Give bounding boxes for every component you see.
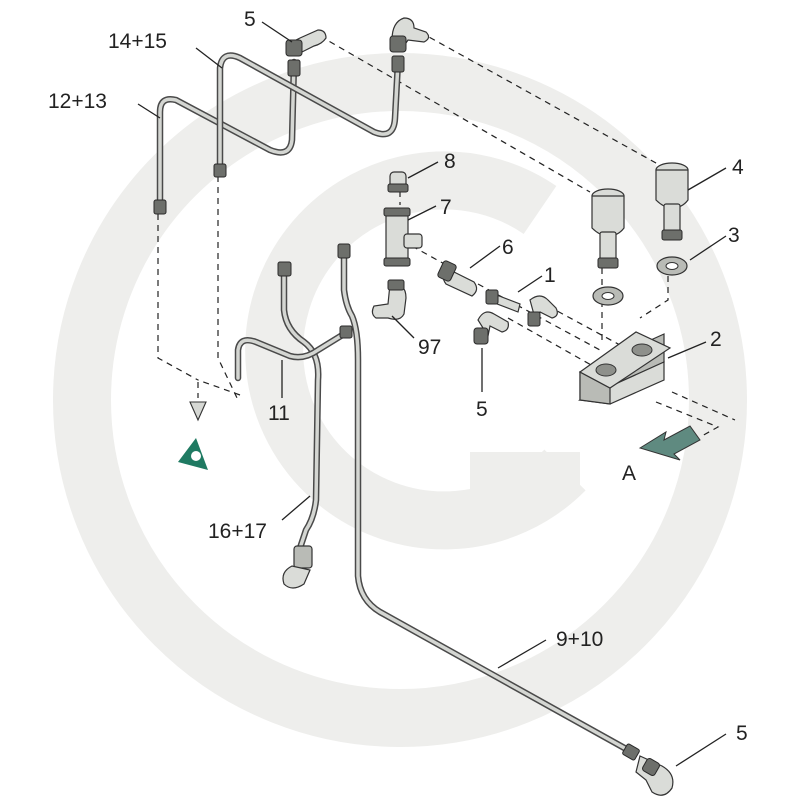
label-12-13: 12+13 bbox=[48, 90, 107, 113]
fitting-8 bbox=[387, 171, 409, 193]
valve-4-left bbox=[591, 188, 625, 269]
label-5-mid: 5 bbox=[476, 398, 488, 421]
label-3: 3 bbox=[728, 224, 740, 247]
label-5-bottom: 5 bbox=[736, 722, 748, 745]
label-97: 97 bbox=[418, 336, 441, 359]
label-14-15: 14+15 bbox=[108, 30, 167, 53]
label-1: 1 bbox=[544, 264, 556, 287]
label-8: 8 bbox=[444, 150, 456, 173]
view-marker bbox=[178, 401, 208, 470]
callout-labels: 5 14+15 12+13 8 7 4 6 3 1 2 97 5 11 A 16… bbox=[48, 8, 748, 745]
elbow-97 bbox=[371, 279, 407, 320]
pipe-14-15 bbox=[216, 52, 402, 174]
label-5-top: 5 bbox=[244, 8, 256, 31]
label-7: 7 bbox=[440, 196, 452, 219]
washer-3 bbox=[592, 256, 688, 306]
label-9-10: 9+10 bbox=[556, 628, 603, 651]
pipe-11 bbox=[234, 325, 353, 382]
pipe-16-17 bbox=[277, 261, 322, 589]
bolt-1 bbox=[485, 289, 558, 327]
pipe-fittings-top bbox=[153, 17, 430, 215]
leader-lines bbox=[137, 21, 727, 767]
adapter-6 bbox=[437, 260, 478, 297]
label-2: 2 bbox=[710, 328, 722, 351]
pipe-9-10 bbox=[337, 243, 674, 796]
valve-4-right bbox=[655, 162, 689, 241]
block-2 bbox=[577, 331, 672, 405]
direction-arrow-a bbox=[638, 425, 701, 461]
label-16-17: 16+17 bbox=[208, 520, 267, 543]
tee-7 bbox=[383, 207, 423, 267]
label-6: 6 bbox=[502, 236, 514, 259]
elbow-5-mid bbox=[473, 311, 509, 345]
label-a: A bbox=[622, 462, 636, 485]
label-11: 11 bbox=[268, 402, 290, 425]
label-4: 4 bbox=[732, 156, 744, 179]
